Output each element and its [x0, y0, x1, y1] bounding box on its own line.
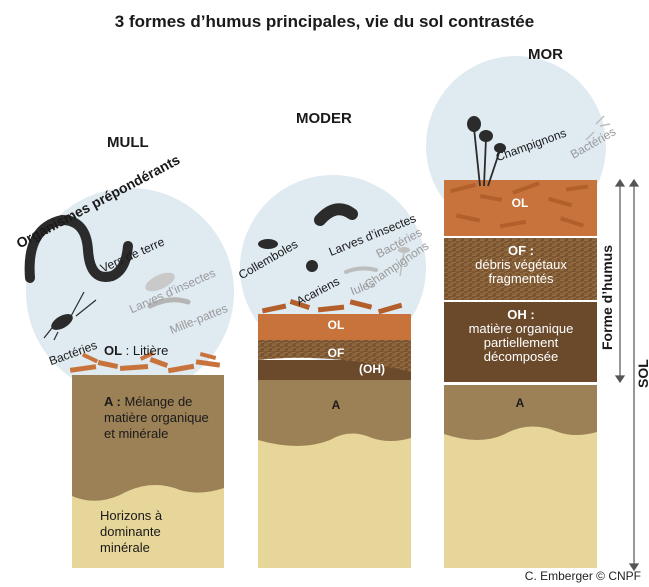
label-mor-ol: OL [511, 196, 529, 210]
mor-fungi [467, 116, 506, 187]
label-mor-of: OF :débris végétaux fragmentés [446, 244, 596, 286]
mor-ol-debris [449, 181, 589, 229]
moder-ol-debris [261, 299, 403, 315]
mor-oh-text: matière organique partiellement décompos… [468, 321, 574, 364]
page-title: 3 formes d’humus principales, vie du sol… [114, 12, 535, 31]
mull-heading: MULL [107, 134, 149, 151]
moder-heading: MODER [296, 110, 352, 127]
label-mull-litter: OL : Litière [104, 344, 168, 358]
moder-fungus [399, 251, 405, 277]
image-credit: C. Emberger © CNPF [524, 569, 641, 583]
mull-profile [24, 214, 224, 568]
label-moder-ol: OL [327, 318, 345, 332]
iule [344, 266, 378, 274]
earthworm [24, 214, 133, 283]
label-mor-a: A [515, 396, 525, 410]
mor-of-title: OF : [508, 243, 534, 258]
mor-of-text: débris végétaux fragmentés [475, 257, 567, 286]
label-mull-a-horizon: A : Mélange de matière organique et miné… [104, 394, 216, 442]
mull-litter-code: OL [104, 343, 123, 358]
label-moder-oh: (OH) [359, 362, 385, 376]
mull-litter-text: : Litière [122, 343, 169, 358]
label-mor-oh: OH :matière organique partiellement déco… [446, 308, 596, 364]
mor-of-horizon [444, 238, 597, 300]
mull-litter [69, 351, 221, 374]
mull-a-text: Mélange de matière organique et minérale [104, 394, 209, 441]
label-moder-a: A [331, 398, 341, 412]
moder-profile [258, 203, 411, 568]
mor-profile [444, 115, 611, 568]
insect-larva-mull [145, 272, 175, 292]
moder-a-horizon [258, 380, 411, 446]
side-brackets [614, 178, 640, 572]
mor-bacteria [585, 115, 611, 141]
label-moder-of: OF [327, 346, 345, 360]
moder-of-horizon [258, 340, 411, 372]
mor-heading: MOR [528, 46, 563, 63]
label-mull-mineral: Horizons à dominante minérale [100, 508, 163, 555]
mull-a-horizon [72, 375, 224, 501]
millipede [147, 297, 191, 309]
mor-oh-title: OH : [507, 307, 535, 322]
moder-oh-horizon [258, 360, 411, 380]
mor-a-horizon [444, 385, 597, 440]
mull-organisms-bubble [26, 188, 234, 396]
moder-ol-horizon [258, 314, 411, 340]
label-sol: SOL [635, 359, 649, 388]
mor-oh-horizon [444, 302, 597, 382]
insect-larva-moder [314, 203, 358, 226]
bacteria-mull [43, 291, 97, 341]
label-forme-humus: Forme d’humus [599, 244, 615, 350]
mull-a-code: A : [104, 394, 121, 409]
mite [306, 260, 318, 272]
springtail [258, 239, 278, 249]
